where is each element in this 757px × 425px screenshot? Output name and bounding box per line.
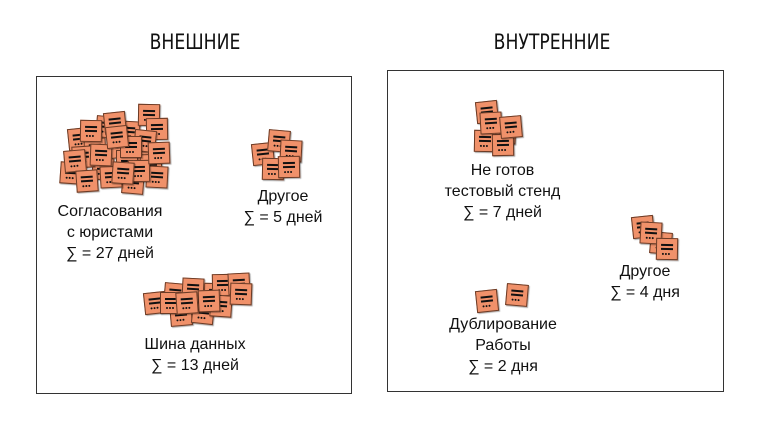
internal-heading: ВНУТРЕННИЕ bbox=[493, 30, 611, 54]
sticky-note-icon bbox=[655, 237, 679, 261]
label-duplication: Дублирование Работы ∑ = 2 дня bbox=[433, 314, 573, 377]
label-line: Не готов bbox=[470, 162, 535, 179]
label-sum: ∑ = 13 дней bbox=[151, 357, 239, 374]
label-line: Согласования bbox=[57, 203, 163, 220]
sticky-note-icon bbox=[75, 169, 99, 193]
label-line: Шина данных bbox=[144, 336, 246, 353]
label-internal-other: Другое ∑ = 4 дня bbox=[600, 261, 690, 303]
internal-panel bbox=[387, 70, 724, 392]
label-sum: ∑ = 5 дней bbox=[243, 209, 323, 226]
label-line: с юристами bbox=[66, 224, 154, 241]
label-sum: ∑ = 7 дней bbox=[463, 204, 542, 221]
sticky-note-icon bbox=[79, 119, 103, 143]
sticky-note-icon bbox=[104, 124, 130, 150]
label-sum: ∑ = 2 дня bbox=[468, 358, 538, 375]
sticky-note-icon bbox=[229, 282, 253, 306]
sticky-note-icon bbox=[175, 291, 199, 315]
label-line: Другое bbox=[619, 263, 671, 280]
label-external-other: Другое ∑ = 5 дней bbox=[233, 186, 333, 228]
sticky-note-icon bbox=[147, 141, 171, 165]
sticky-note-icon bbox=[474, 288, 500, 314]
label-line: Другое bbox=[257, 188, 309, 205]
label-data-bus: Шина данных ∑ = 13 дней bbox=[125, 334, 265, 376]
external-heading: ВНЕШНИЕ bbox=[149, 30, 241, 54]
label-sum: ∑ = 4 дня bbox=[610, 284, 680, 301]
sticky-note-icon bbox=[197, 289, 221, 313]
sticky-note-icon bbox=[505, 283, 529, 307]
label-line: тестовый стенд bbox=[444, 183, 561, 200]
sticky-note-icon bbox=[499, 115, 523, 139]
label-line: Работы bbox=[475, 337, 531, 354]
label-sum: ∑ = 27 дней bbox=[66, 245, 154, 262]
label-legal-approvals: Согласования с юристами ∑ = 27 дней bbox=[40, 201, 180, 264]
sticky-note-icon bbox=[111, 161, 135, 185]
label-line: Дублирование bbox=[449, 316, 557, 333]
label-test-stand: Не готов тестовый стенд ∑ = 7 дней bbox=[430, 160, 575, 223]
sticky-note-icon bbox=[277, 155, 301, 179]
